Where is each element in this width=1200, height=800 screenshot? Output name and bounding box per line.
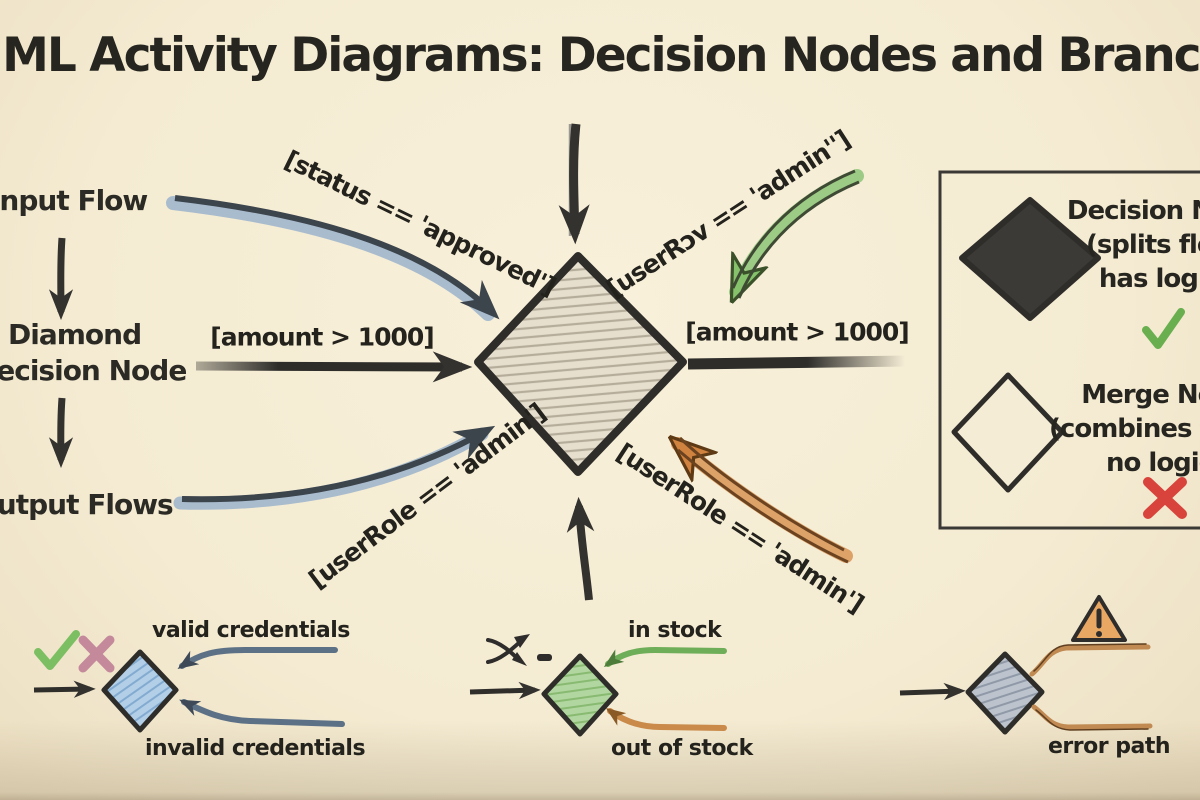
flow-arrow-user-role-green xyxy=(729,169,864,292)
label-diamond-node-line1: Diamond xyxy=(8,318,142,351)
credentials-diamond xyxy=(101,649,179,733)
label-error-path: error path xyxy=(1048,734,1171,759)
label-output-flows: Output Flows xyxy=(0,488,174,521)
legend-decision-text: Decision Node (splits flow, has logic) xyxy=(1040,194,1200,296)
guard-label-amount-left: [amount > 1000] xyxy=(210,322,434,352)
cross-icon xyxy=(1143,477,1187,519)
flow-arrow-user-role-blue xyxy=(181,425,496,503)
label-valid-credentials: valid credentials xyxy=(152,618,350,643)
stock-in-arrow xyxy=(469,681,541,700)
warning-icon xyxy=(1071,595,1127,642)
legend-decision-diamond xyxy=(959,197,1101,321)
branch-error-lower xyxy=(1031,704,1153,731)
check-icon xyxy=(1142,308,1185,349)
legend-merge-line2: (combines flows, xyxy=(1049,414,1200,444)
label-in-stock: in stock xyxy=(628,618,722,643)
green-arrow-edge-1 xyxy=(731,169,856,289)
error-diamond xyxy=(965,651,1045,735)
legend-box xyxy=(938,170,1200,530)
flow-arrow-user-role-orange xyxy=(678,444,853,563)
legend-merge-diamond xyxy=(951,372,1065,493)
guard-label-amount-right: [amount > 1000] xyxy=(685,317,909,347)
legend-decision-line1: Decision Node xyxy=(1066,196,1200,226)
branch-error-upper xyxy=(1029,643,1151,677)
flow-arrow-left-in xyxy=(195,351,473,383)
flow-arrow-status xyxy=(174,195,500,320)
status-arrow-underlay xyxy=(166,196,495,321)
orange-arrow-edge-1 xyxy=(678,436,845,552)
branch-valid xyxy=(177,647,338,669)
check-icon-small xyxy=(34,630,80,670)
minus-icon xyxy=(537,654,552,661)
legend-decision-line3: has logic) xyxy=(1098,264,1200,294)
flow-arrow-input-to-node xyxy=(48,237,74,321)
cross-icon-small xyxy=(78,635,115,673)
flow-arrow-node-to-output xyxy=(48,397,74,469)
orange-arrow-edge-2 xyxy=(677,448,849,564)
shuffle-icon xyxy=(486,634,530,666)
label-invalid-credentials: invalid credentials xyxy=(145,736,366,761)
label-out-of-stock: out of stock xyxy=(611,736,753,761)
green-arrow-edge-2 xyxy=(737,180,860,299)
flow-arrow-right-out xyxy=(687,355,906,370)
branch-out-of-stock xyxy=(605,708,727,731)
error-in-arrow xyxy=(899,682,966,701)
legend-merge-line1: Merge Node xyxy=(1081,380,1200,410)
branch-invalid xyxy=(179,699,345,727)
label-diamond-node-line2: Decision Node xyxy=(0,354,187,387)
legend-merge-line3: no logic) xyxy=(1105,448,1200,478)
flow-arrow-bottom-in xyxy=(566,496,595,601)
branch-in-stock xyxy=(603,646,727,667)
page-title: UML Activity Diagrams: Decision Nodes an… xyxy=(0,28,1200,83)
legend-merge-text: Merge Node (combines flows, no logic) xyxy=(1040,378,1200,480)
stock-diamond xyxy=(541,653,619,737)
legend-decision-line2: (splits flow, xyxy=(1085,230,1200,260)
decision-diamond-main xyxy=(474,252,687,476)
flow-arrow-top-in xyxy=(558,123,590,245)
credentials-in-arrow xyxy=(33,680,96,698)
label-input-flow: Input Flow xyxy=(0,184,148,217)
